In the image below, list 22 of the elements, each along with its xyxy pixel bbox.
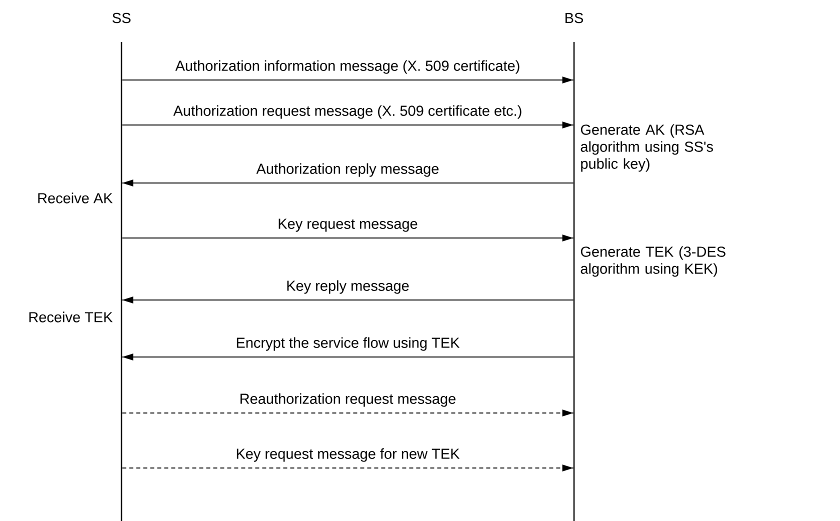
lifeline-header: BS <box>566 12 584 24</box>
arrow <box>122 296 574 304</box>
arrow <box>122 464 574 472</box>
note: Receive AK <box>38 192 113 204</box>
note: Generate AK (RSA algorithm using SS's public key) <box>580 124 713 172</box>
message-label: Key request message <box>278 218 418 232</box>
message-label: Encrypt the service flow using TEK <box>236 337 460 351</box>
arrow <box>122 76 574 84</box>
message-label: Key request message for new TEK <box>236 448 460 462</box>
message-label: Authorization request message (X. 509 certificate etc.) <box>173 105 522 119</box>
arrow <box>122 410 574 416</box>
lifeline-header: SS <box>112 12 131 24</box>
arrow <box>122 122 574 128</box>
message-label: Key reply message <box>287 280 409 294</box>
arrow <box>122 354 574 360</box>
note: Generate TEK (3-DES algorithm using KEK) <box>580 246 726 277</box>
arrow <box>122 234 574 242</box>
message-label: Authorization information message (X. 509 certificate) <box>175 60 520 74</box>
message-label: Reauthorization request message <box>240 393 456 407</box>
message-label: Authorization reply message <box>256 163 439 177</box>
note: Receive TEK <box>29 312 113 322</box>
arrow <box>122 180 574 186</box>
